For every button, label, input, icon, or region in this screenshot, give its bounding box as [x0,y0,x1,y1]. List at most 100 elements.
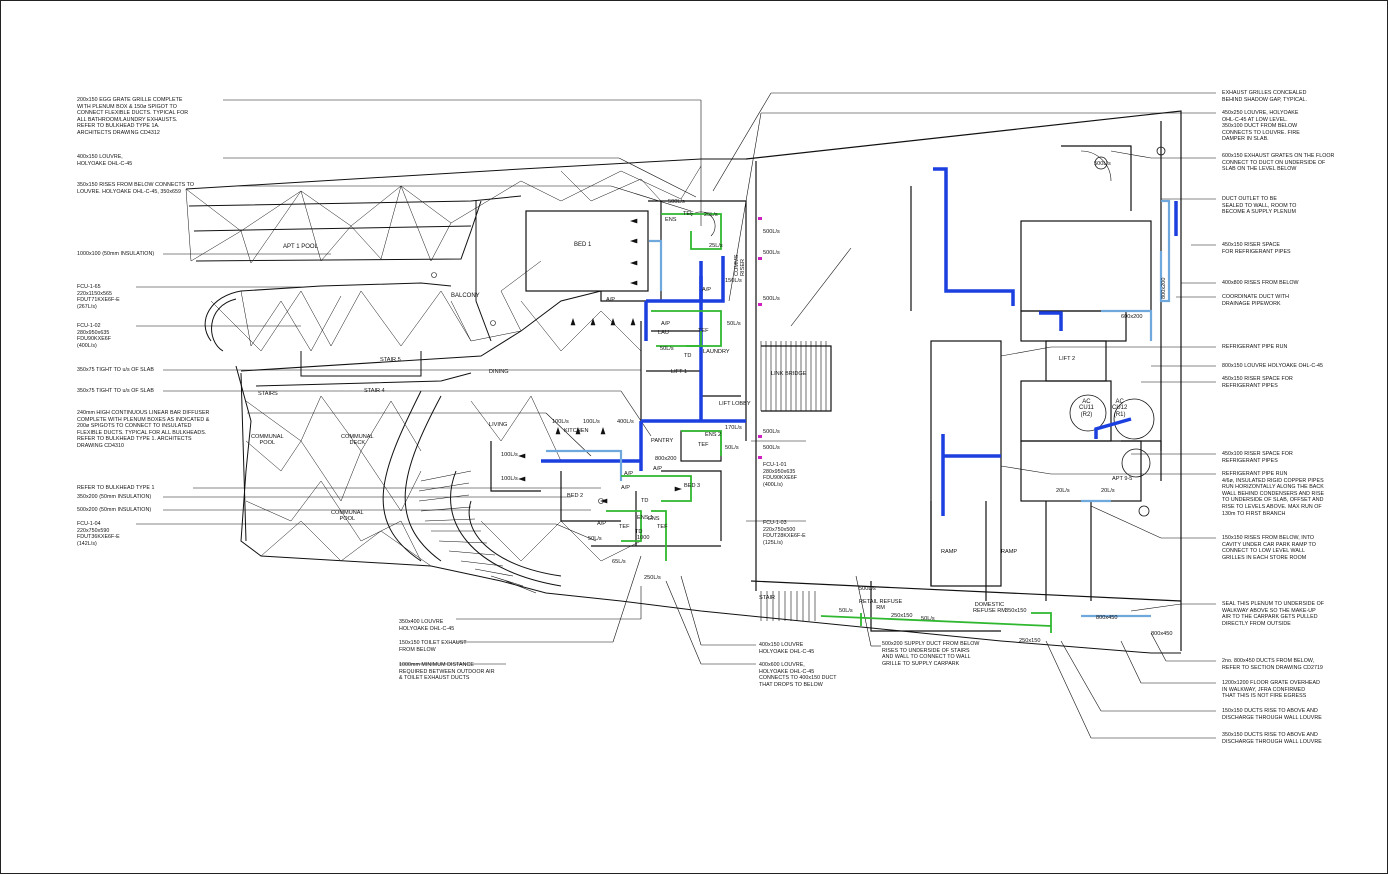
room-bed3: BED 3 [684,483,701,489]
flow-label: 500L/s [668,199,685,205]
magenta-markers [758,217,762,459]
access-panel-label: A/P [702,287,712,293]
room-ens1: ENS 1 [637,515,654,521]
note-left-9: 240mm HIGH CONTINUOUS LINEAR BAR DIFFUSE… [77,410,210,449]
flow-label: 20L/s [1101,488,1115,494]
flow-label: 100L/s [552,419,569,425]
duct-size-label: 1000 [637,535,650,541]
flow-label: 500L/s [763,445,780,451]
room-communal-deck: COMMUNAL DECK [341,434,374,447]
pale-ducts [546,199,1171,618]
note-bottom-1: 350x400 LOUVRE HOLYOAKE OHL-C-45 [399,619,455,632]
access-panel-label: A/P [597,521,607,527]
note-left-12: 500x200 (50mm INSULATION) [77,507,152,513]
room-lift2: LIFT 2 [1059,356,1076,362]
note-right-15: 2no. 800x450 DUCTS FROM BELOW, REFER TO … [1222,658,1323,671]
duct-size-label: 250x150 [891,613,913,619]
flow-label: 500L/s [763,429,780,435]
duct-size-label: 800x450 [1096,615,1118,621]
lau-label: LAU [658,330,669,336]
flow-label: 500L/s [763,296,780,302]
access-panel-label: A/P [661,321,671,327]
room-ramp-2: RAMP [1001,549,1018,555]
note-bottom-6: 500x200 SUPPLY DUCT FROM BELOW RISES TO … [882,641,980,667]
room-living: LIVING [489,422,508,428]
access-panel-label: A/P [624,471,634,477]
exhaust-ducts [606,213,1052,633]
flow-label: 400L/s [617,419,634,425]
leader-lines-bottom [399,440,881,665]
flow-label: 150L/s [725,278,742,284]
room-link-bridge: LINK BRIDGE [771,371,807,377]
note-left-3: 350x150 RISES FROM BELOW CONNECTS TO LOU… [77,182,194,195]
room-ramp-1: RAMP [941,549,958,555]
flow-label: 100L/s [583,419,600,425]
access-panel-label: A/P [621,485,631,491]
note-right-4: DUCT OUTLET TO BE SEALED TO WALL, ROOM T… [1222,196,1297,216]
room-communal-pool-1: COMMUNAL POOL [251,434,284,447]
note-right-16: 1200x1200 FLOOR GRATE OVERHEAD IN WALKWA… [1222,680,1320,700]
room-stairs: STAIRS [258,391,278,397]
room-retail-refuse: RETAIL REFUSE RM [859,599,903,612]
duct-size-label: 250x150 [1019,638,1041,644]
flow-label: 50L/s [921,616,935,622]
note-right-9: 800x150 LOUVRE HOLYOAKE OHL-C-45 [1222,363,1324,369]
room-balcony: BALCONY [451,293,480,299]
room-stair4: STAIR 4 [364,388,385,394]
duct-size-label: 800x200 [1161,277,1167,299]
flow-label: 500L/s [763,250,780,256]
note-left-6: FCU-1-02 280x950x635 FDU90KXE6F (400L/s) [77,323,112,349]
note-left-13: FCU-1-04 220x750x590 FDUT36KXE6F-E (142L… [77,521,120,547]
room-domestic-refuse: DOMESTIC REFUSE RM [973,602,1006,615]
stair-treads [418,341,827,621]
room-bed1: BED 1 [574,242,592,248]
note-left-4: 1000x100 (50mm INSULATION) [77,251,155,257]
note-right-3: 600x150 EXHAUST GRATES ON THE FLOOR CONN… [1222,153,1335,173]
flow-label: 50L/s [588,536,602,542]
ens-label: ENS [648,516,660,522]
duct-size-label: 800x200 [655,456,677,462]
note-right-7: COORDINATE DUCT WITH DRAINAGE PIPEWORK [1222,294,1290,307]
left-building [185,158,1181,654]
note-left-2: 400x150 LOUVRE, HOLYOAKE OHL-C-45 [77,154,133,167]
flow-label: 50L/s [660,346,674,352]
note-fcu-103: FCU-1-03 220x750x500 FDUT28KXE6F-E (125L… [763,520,806,546]
note-right-11: 450x100 RISER SPACE FOR REFRIGERANT PIPE… [1222,451,1293,464]
note-left-5: FCU-1-65 220x1150x565 FDUT71KXE6F-E (267… [77,284,120,310]
td-label: TD [641,498,649,504]
note-right-10: 450x150 RISER SPACE FOR REFRIGERANT PIPE… [1222,376,1293,389]
note-left-10: REFER TO BULKHEAD TYPE 1 [77,485,155,491]
room-stair5: STAIR 5 [380,357,401,363]
ens-label: ENS [665,217,677,223]
note-right-2: 450x250 LOUVRE, HOLYOAKE OHL-C-45 AT LOW… [1222,110,1300,143]
note-right-17: 150x150 DUCTS RISE TO ABOVE AND DISCHARG… [1222,708,1322,721]
note-fcu-101: FCU-1-01 280x950x635 FDU90KXE6F (400L/s) [763,462,798,488]
flow-label: 65L/s [612,559,626,565]
room-communal-pool-2: COMMUNAL POOL [331,510,364,523]
flow-label: 25L/s [704,212,718,218]
tef-label: TEF [619,524,630,530]
flow-arrows [518,218,682,504]
tef-label: TEF [657,524,668,530]
room-bed2: BED 2 [567,493,584,499]
flow-label: 50L/s [725,445,739,451]
note-bottom-3: 1000mm MINIMUM DISTANCE REQUIRED BETWEEN… [399,662,495,682]
tef-label: TEF [698,442,709,448]
room-ens2: ENS 2 [705,432,722,438]
tef-label: TEF [683,211,694,217]
flow-label: 20L/s [1056,488,1070,494]
note-bottom-5: 400x600 LOUVRE, HOLYOAKE OHL-C-45 CONNEC… [759,662,837,688]
note-right-13: 150x150 RISES FROM BELOW, INTO CAVITY UN… [1222,535,1316,561]
note-right-18: 350x150 DUCTS RISE TO ABOVE AND DISCHARG… [1222,732,1322,745]
room-apt1-pool: APT 1 POOL [283,244,318,250]
ac-cu12: AC CU12 (R1) [1112,399,1128,418]
leader-lines-right [712,92,1216,739]
duct-size-label: 350x150 [1005,608,1027,614]
access-panel-label: A/P [653,466,663,472]
apartment-walls [490,200,747,547]
room-lift-lobby: LIFT LOBBY [719,401,751,407]
right-building [745,110,1182,651]
room-comms-riser: COMMS RISER [734,254,747,276]
